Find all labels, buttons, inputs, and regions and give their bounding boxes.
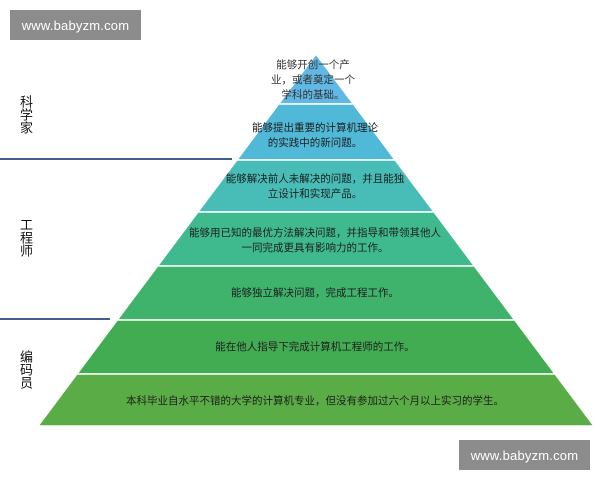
- tier-text: 本科毕业自水平不错的大学的计算机专业，但没有参加过六个月以上实习的学生。: [126, 395, 504, 407]
- watermark-top: www.babyzm.com: [10, 10, 141, 40]
- tier-text: 能够解决前人未解决的问题，并且能独立设计和实现产品。: [225, 173, 405, 200]
- category-label-programmer: 编码员: [17, 350, 32, 389]
- tier-text: 能在他人指导下完成计算机工程师的工作。: [215, 341, 415, 353]
- watermark-bottom: www.babyzm.com: [459, 440, 590, 470]
- tier-text: 能够提出重要的计算机理论的实践中的新问题。: [252, 122, 378, 149]
- category-divider: [0, 318, 110, 320]
- category-label-engineer: 工程师: [17, 218, 32, 257]
- tier-text: 能够独立解决问题，完成工程工作。: [231, 287, 399, 299]
- category-label-scientist: 科学家: [17, 95, 32, 134]
- tier-text: 能够用已知的最优方法解决问题，并指导和带领其他人一同完成更具有影响力的工作。: [189, 227, 441, 254]
- tier-text: 能够开创一个产业，或者奠定一个学科的基础。: [271, 59, 355, 101]
- category-divider: [0, 158, 232, 160]
- pyramid-tier: [36, 373, 596, 427]
